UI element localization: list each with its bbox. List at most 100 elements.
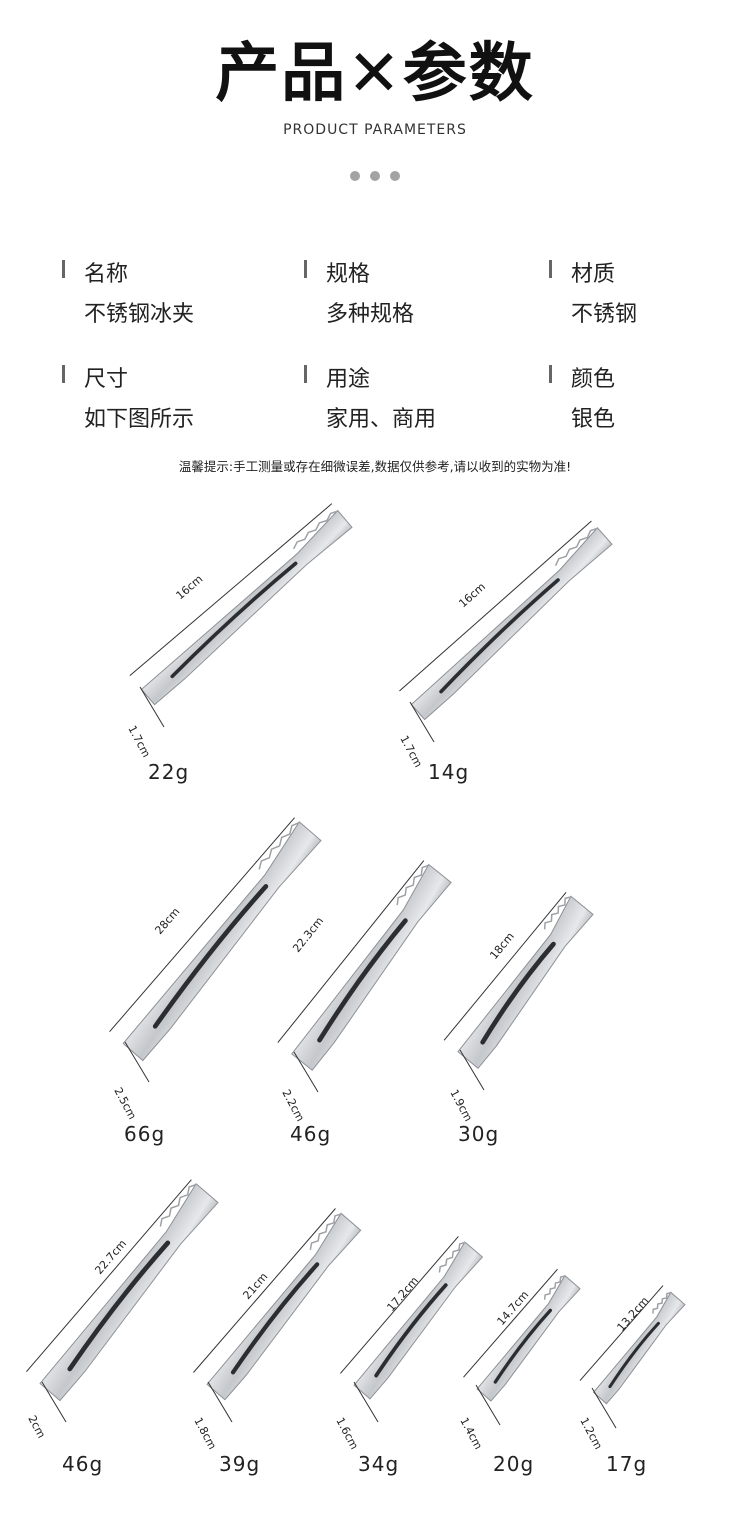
width-label: 2.2cm: [279, 1087, 307, 1123]
length-dimension-line: [340, 1236, 459, 1374]
tong-slot: [152, 884, 269, 1029]
width-label: 1.9cm: [447, 1087, 475, 1123]
ice-tong: [122, 821, 322, 1062]
length-dimension-line: [463, 1268, 558, 1378]
width-label: 1.2cm: [577, 1415, 605, 1451]
param-label: 颜色: [571, 367, 616, 392]
tong-teeth: [554, 527, 599, 566]
page-subtitle: PRODUCT PARAMETERS: [283, 122, 467, 138]
param-bar: [304, 260, 307, 278]
param-bar: [549, 260, 552, 278]
weight-label: 34g: [358, 1452, 400, 1476]
tong-slot: [493, 1308, 553, 1384]
length-label: 16cm: [456, 580, 488, 610]
length-label: 22.3cm: [290, 915, 326, 955]
param-value: 不锈钢冰夹: [84, 302, 195, 327]
decorative-dots: [0, 166, 750, 185]
dot-icon: [370, 171, 380, 181]
tong-slot: [480, 941, 556, 1045]
width-label: 2.5cm: [111, 1085, 139, 1121]
page-title: 产品✕参数: [215, 37, 535, 111]
width-dimension-line: [139, 686, 165, 728]
tong-teeth: [292, 510, 339, 550]
weight-label: 46g: [62, 1452, 104, 1476]
weight-label: 46g: [290, 1122, 332, 1146]
weight-label: 66g: [124, 1122, 166, 1146]
width-label: 2cm: [25, 1413, 48, 1440]
ice-tong: [457, 895, 594, 1069]
dot-icon: [350, 171, 360, 181]
tong-slot: [67, 1240, 171, 1372]
width-label: 1.7cm: [397, 733, 425, 769]
length-dimension-line: [399, 520, 592, 692]
param-value: 多种规格: [326, 302, 415, 327]
length-label: 21cm: [240, 1270, 270, 1302]
param-bar: [62, 260, 65, 278]
tong-slot: [439, 578, 560, 694]
param-label: 名称: [84, 262, 129, 287]
tong-teeth: [159, 1183, 197, 1227]
tong-teeth: [438, 1241, 466, 1273]
width-label: 1.4cm: [457, 1415, 485, 1451]
length-label: 17.2cm: [384, 1274, 421, 1314]
width-label: 1.8cm: [191, 1415, 219, 1451]
length-dimension-line: [443, 891, 567, 1041]
width-label: 1.6cm: [333, 1415, 361, 1451]
width-dimension-line: [293, 1051, 319, 1093]
ice-tong: [476, 1274, 581, 1402]
weight-label: 20g: [493, 1452, 535, 1476]
param-value: 银色: [571, 407, 616, 432]
tong-teeth: [258, 821, 301, 870]
width-dimension-line: [353, 1381, 379, 1423]
param-value: 如下图所示: [84, 407, 195, 432]
param-value: 家用、商用: [326, 407, 437, 432]
weight-label: 14g: [428, 760, 470, 784]
weight-label: 39g: [219, 1452, 261, 1476]
param-label: 用途: [326, 367, 371, 392]
dot-icon: [390, 171, 400, 181]
ice-tong: [353, 1241, 484, 1400]
param-label: 尺寸: [84, 367, 129, 392]
tong-slot: [317, 918, 408, 1043]
ice-tong: [140, 509, 353, 706]
weight-label: 30g: [458, 1122, 500, 1146]
width-dimension-line: [591, 1387, 617, 1429]
length-label: 22.7cm: [92, 1237, 129, 1277]
tong-teeth: [652, 1291, 672, 1314]
param-bar: [62, 365, 65, 383]
param-value: 不锈钢: [571, 302, 638, 327]
tong-slot: [608, 1321, 660, 1389]
width-label: 1.7cm: [125, 723, 153, 759]
tongs-illustration: 16cm1.7cm16cm1.7cm28cm2.5cm22.3cm2.2cm18…: [25, 503, 686, 1452]
length-dimension-line: [26, 1179, 192, 1373]
ice-tong: [291, 863, 452, 1071]
weight-label: 22g: [148, 760, 190, 784]
width-dimension-line: [475, 1384, 501, 1426]
ice-tong: [410, 527, 613, 721]
param-bar: [304, 365, 307, 383]
width-dimension-line: [409, 701, 435, 743]
ice-tong: [39, 1183, 219, 1402]
tong-slot: [230, 1262, 320, 1375]
tong-slot: [374, 1283, 448, 1378]
notice-text: 温馨提示:手工测量或存在细微误差,数据仅供参考,请以收到的实物为准!: [178, 459, 572, 474]
tong-teeth: [309, 1213, 342, 1250]
param-label: 规格: [326, 262, 371, 287]
tong-slot: [170, 561, 298, 679]
length-label: 13.2cm: [614, 1294, 651, 1334]
length-label: 16cm: [174, 572, 206, 602]
param-label: 材质: [571, 262, 616, 287]
length-label: 28cm: [152, 905, 182, 937]
tong-teeth: [543, 896, 572, 930]
length-dimension-line: [277, 860, 425, 1043]
length-dimension-line: [109, 817, 295, 1033]
weight-label: 17g: [606, 1452, 648, 1476]
tong-teeth: [543, 1275, 566, 1300]
width-dimension-line: [459, 1049, 485, 1091]
tong-teeth: [396, 864, 430, 906]
length-dimension-line: [129, 503, 333, 677]
width-dimension-line: [41, 1381, 67, 1423]
length-dimension-line: [579, 1285, 664, 1381]
ice-tong: [592, 1291, 686, 1405]
width-dimension-line: [207, 1381, 233, 1423]
